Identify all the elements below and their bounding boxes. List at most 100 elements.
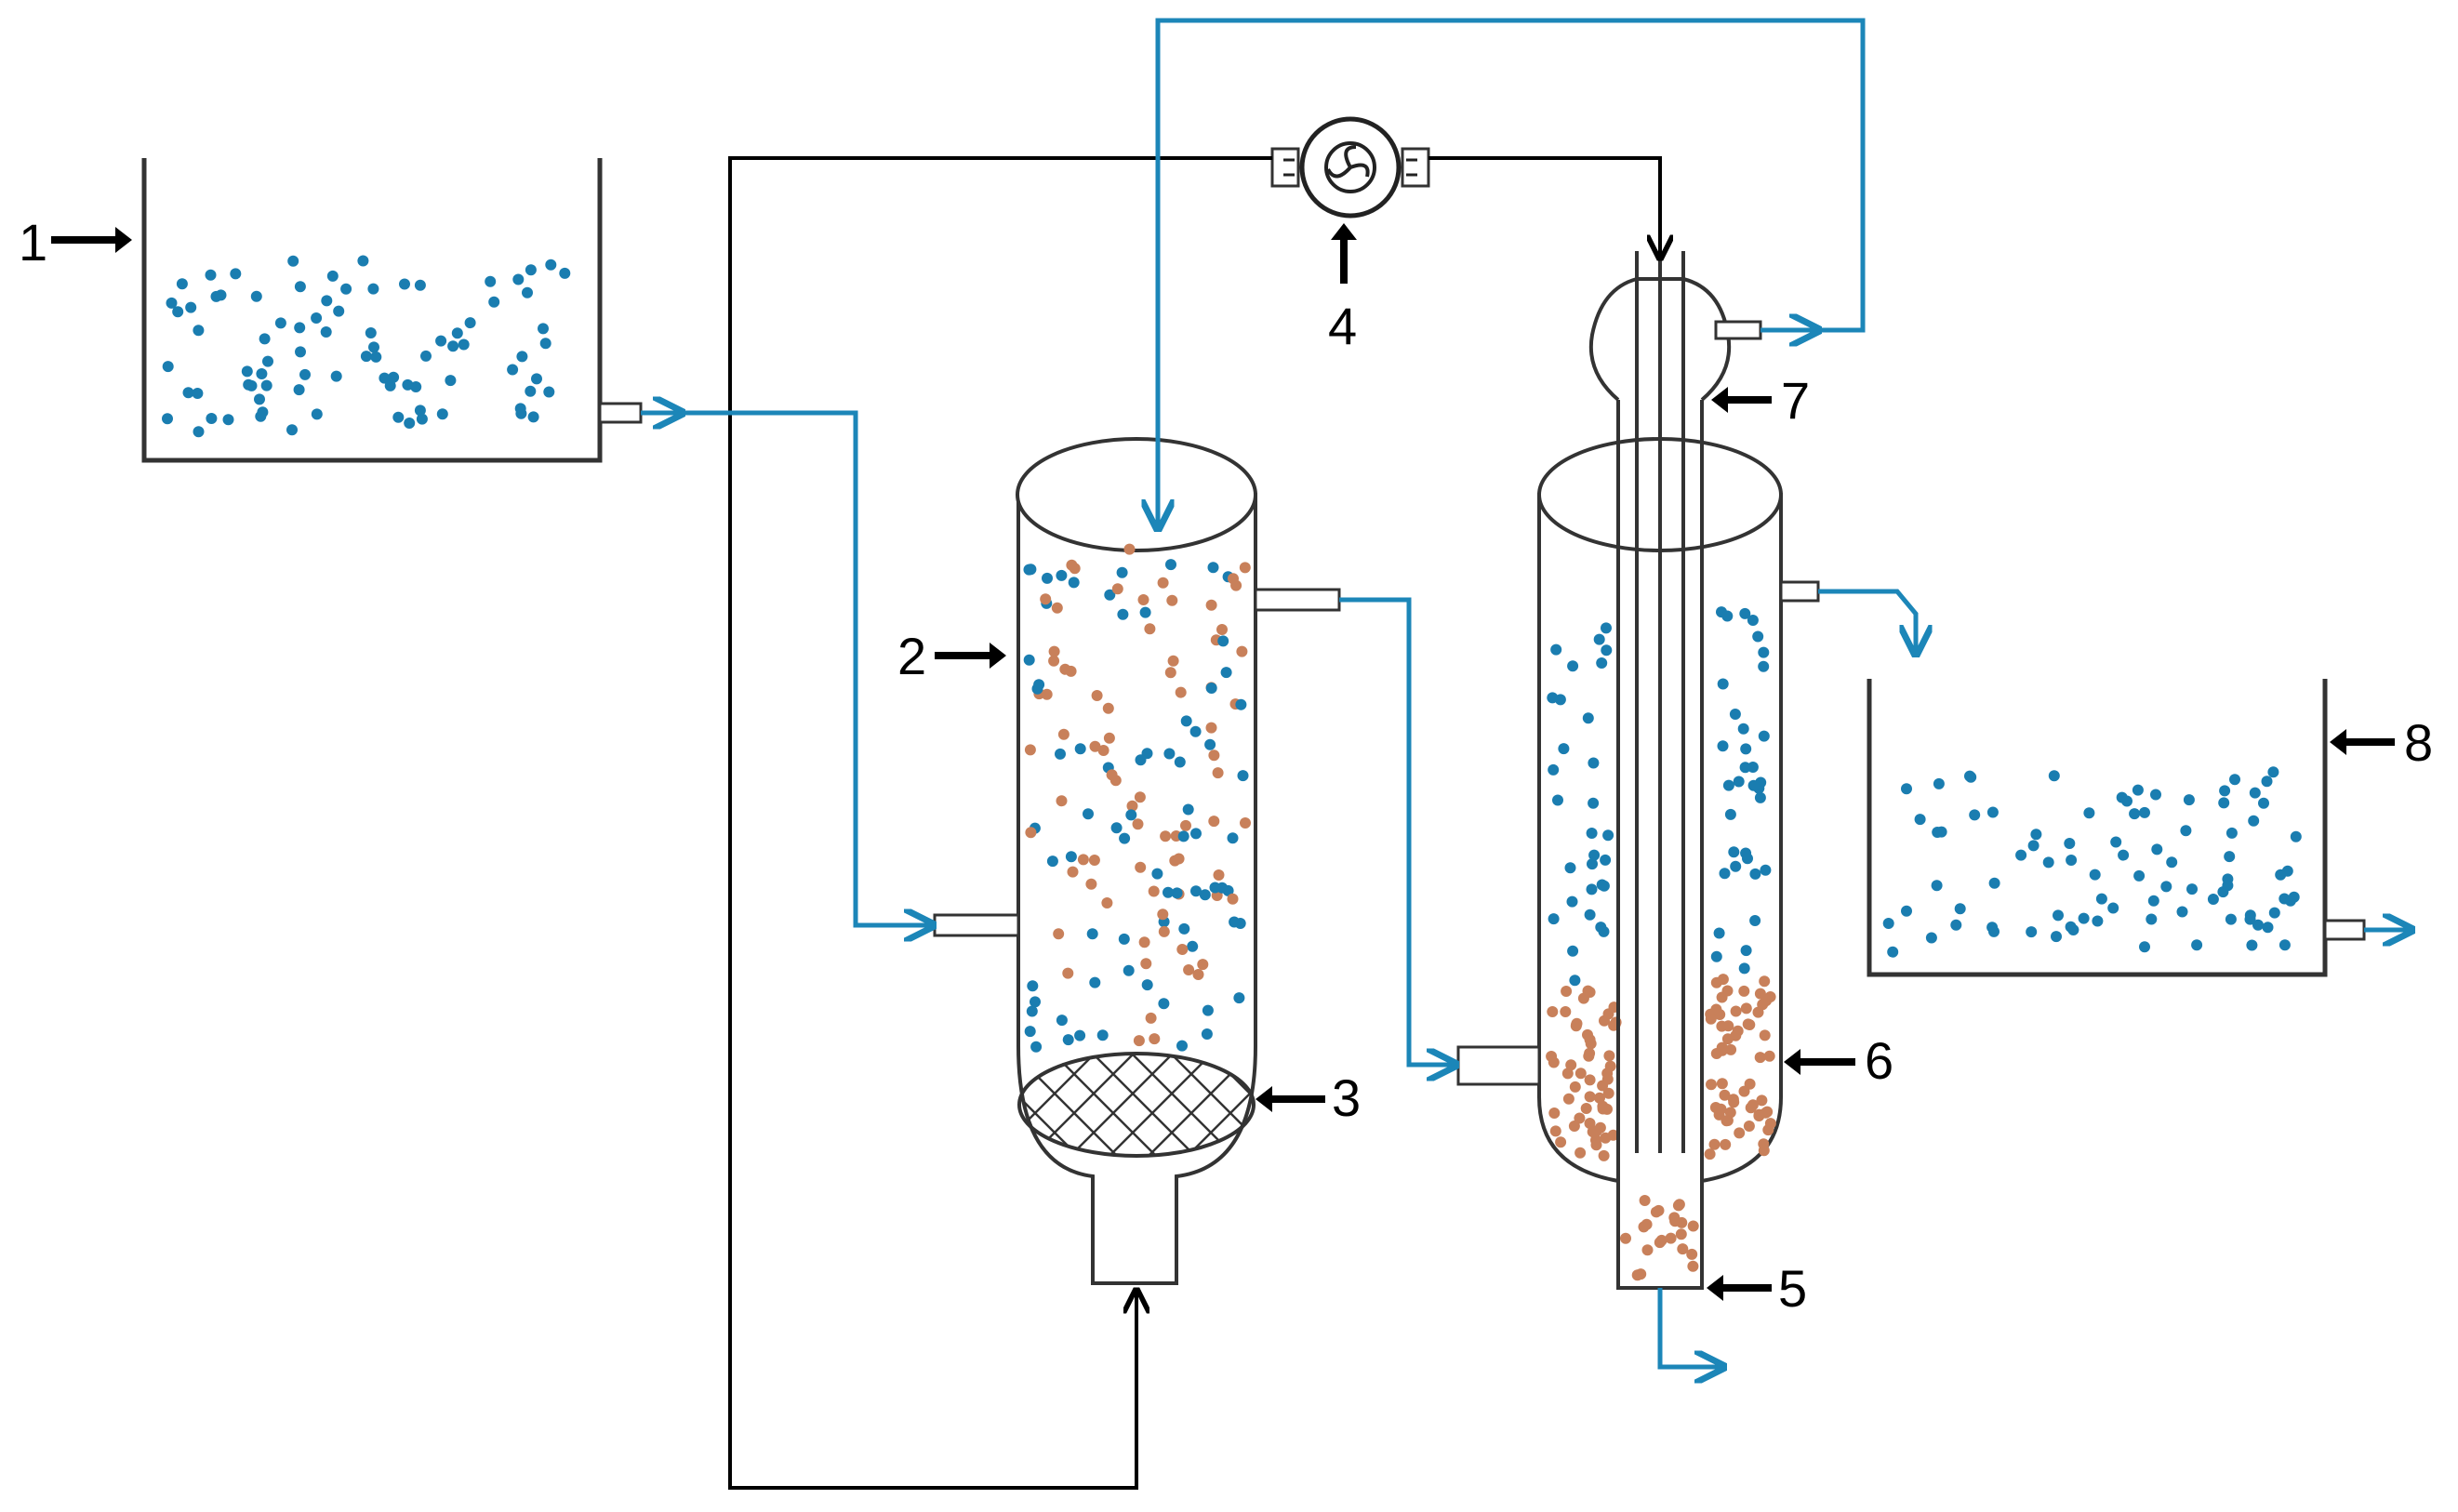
particle <box>2275 869 2287 881</box>
particle <box>2290 830 2302 842</box>
particle <box>1133 1035 1145 1047</box>
particle <box>1641 1218 1653 1230</box>
particle <box>1757 999 1769 1011</box>
particle <box>1969 809 1981 821</box>
particle <box>1077 854 1089 866</box>
particle <box>1584 909 1596 921</box>
particle <box>2027 840 2039 852</box>
particle <box>1567 945 1579 957</box>
particle <box>1590 1139 1602 1151</box>
particle <box>1740 945 1752 957</box>
feed-tank-particles <box>162 255 571 438</box>
callout-8: 8 <box>2330 713 2433 772</box>
particle <box>1569 1081 1581 1093</box>
particle <box>1174 756 1186 768</box>
settling-column-particles <box>1546 606 1776 1161</box>
particle <box>1166 594 1178 606</box>
particle <box>1201 1028 1213 1040</box>
particle <box>1209 882 1221 894</box>
particle <box>1719 868 1731 880</box>
particle <box>1931 880 1943 892</box>
particle <box>507 364 519 376</box>
particle <box>525 264 537 276</box>
particle <box>1119 832 1131 844</box>
particle <box>1549 1125 1561 1137</box>
particle <box>1704 1148 1716 1161</box>
particle <box>1103 732 1115 744</box>
particle <box>2183 794 2195 806</box>
particle <box>257 406 269 418</box>
particle <box>1164 667 1176 679</box>
particle <box>531 373 542 385</box>
particle <box>1641 1244 1654 1256</box>
particle <box>1548 763 1560 776</box>
particle <box>1212 767 1224 779</box>
collection-tank <box>1867 679 2366 977</box>
particle <box>1086 928 1098 940</box>
particle <box>1062 1034 1074 1046</box>
particle <box>1742 1018 1754 1030</box>
particle <box>1669 1215 1681 1227</box>
particle <box>435 335 447 347</box>
particle <box>1126 800 1138 812</box>
particle <box>206 413 218 424</box>
particle <box>1738 962 1750 975</box>
adsorption-column <box>933 437 1341 1285</box>
particle <box>1056 569 1068 581</box>
callout-4: 4 <box>1328 223 1357 355</box>
particle <box>294 281 306 293</box>
collection-tank-particles <box>1882 766 2302 958</box>
particle <box>559 267 571 279</box>
particle <box>1192 969 1204 980</box>
particle <box>2051 931 2062 943</box>
particle <box>2180 825 2192 837</box>
particle <box>1598 1149 1610 1161</box>
particle <box>1588 849 1601 861</box>
particle <box>1023 654 1035 666</box>
particle <box>1123 543 1136 555</box>
particle <box>1574 1147 1587 1159</box>
particle <box>1176 1040 1188 1052</box>
particle <box>1564 862 1576 874</box>
particle <box>1677 1243 1689 1255</box>
particle <box>1165 559 1176 571</box>
particle <box>2258 797 2269 809</box>
particle <box>365 327 377 338</box>
particle <box>1602 1087 1614 1099</box>
particle <box>192 388 204 399</box>
particle <box>1208 749 1220 762</box>
particle <box>1717 678 1729 690</box>
particle <box>2139 806 2150 818</box>
particle <box>399 278 410 290</box>
particle <box>1067 866 1079 878</box>
particle <box>1705 1013 1717 1025</box>
particle <box>1565 1059 1577 1071</box>
particle <box>1207 562 1219 574</box>
particle <box>2249 787 2261 799</box>
air-lines <box>728 156 1660 1490</box>
particle <box>1601 1068 1614 1080</box>
particle <box>1118 933 1130 945</box>
particle <box>1101 897 1113 909</box>
particle <box>1197 959 1209 971</box>
particle <box>1183 964 1195 975</box>
particle <box>1110 822 1123 834</box>
particle <box>2244 913 2256 925</box>
particle <box>2225 827 2238 839</box>
particle <box>1583 1050 1595 1062</box>
particle <box>1134 791 1146 803</box>
particle <box>1205 599 1217 611</box>
particle <box>1722 1020 1734 1032</box>
particle <box>1055 748 1066 760</box>
particle <box>2064 838 2076 849</box>
particle <box>2053 909 2064 922</box>
particle <box>1125 809 1137 821</box>
particle <box>1033 679 1045 691</box>
particle <box>1548 1107 1561 1119</box>
particle <box>1607 1129 1619 1141</box>
particle <box>1742 853 1753 865</box>
particle <box>1639 1195 1651 1206</box>
particle <box>1227 893 1239 905</box>
particle <box>293 384 305 396</box>
particle <box>176 278 188 290</box>
